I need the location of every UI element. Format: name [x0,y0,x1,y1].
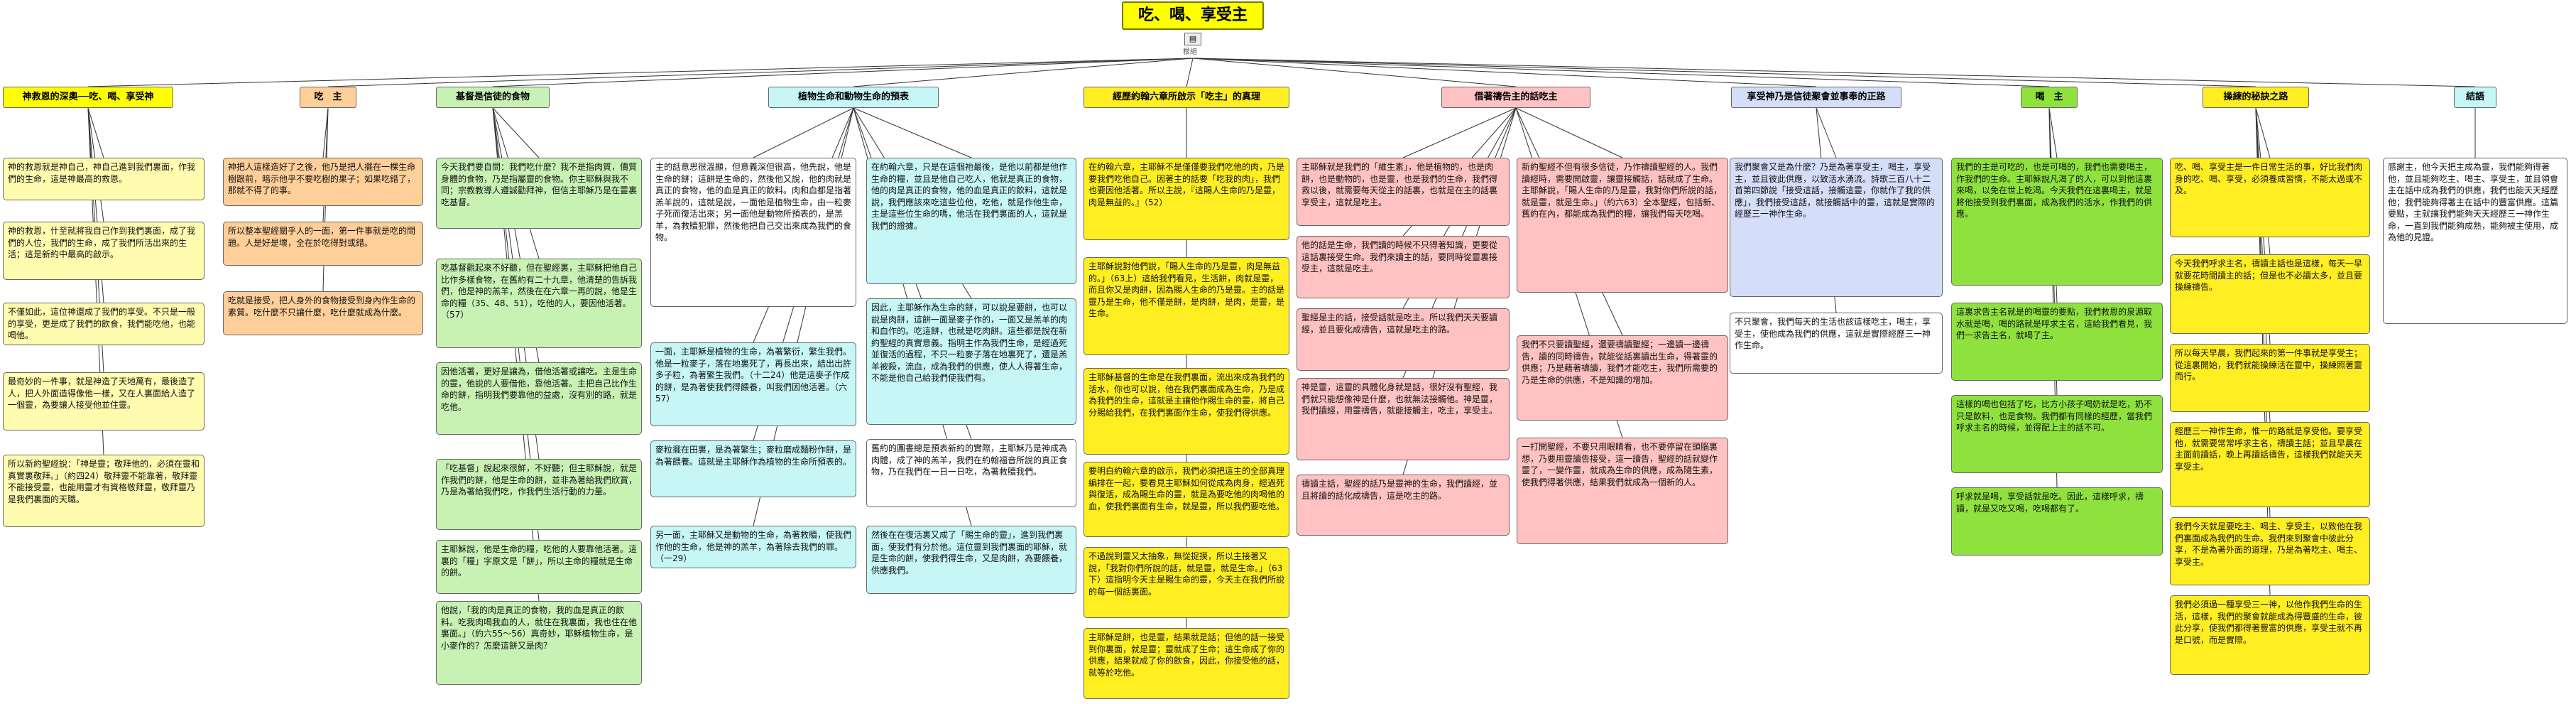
note-john-six-5[interactable]: 不過說到靈又太抽象，無從捉摸，所以主接著又說，「我對你們所說的話，就是靈，就是生… [1084,547,1289,618]
note-plant-animal-7[interactable]: 舊約的團書總是預表新約的實際，主耶穌乃是神成為肉體，成了神的羔羊，我們在約翰福音… [866,439,1076,507]
header-to-node-line [1515,107,1623,158]
note-eat-lord-1[interactable]: 神把人這樣造好了之後，他乃是把人擺在一棵生命樹跟前，暗示他乎不要吃樹的果子；如果… [223,158,423,206]
note-icon: ▤ [1184,33,1201,45]
note-practice-2[interactable]: 今天我們呼求主名，禱讀主話也是這樣，每天一早就要花時間讀主的話；但是也不必讀太多… [2170,254,2370,334]
note-pray-read-7[interactable]: 我們不只要讀聖經，還要禱讀聖經；一邊讀一邊禱告，讀的同時禱告，就能從話裏讀出生命… [1517,335,1728,421]
root-note-label: 根絕 [1183,48,1197,56]
header-to-node-line [853,107,972,158]
header-to-node-line [1816,107,1837,158]
header-to-node-line [2048,107,2058,158]
header-to-node-line [322,107,329,158]
note-john-six-2[interactable]: 主耶穌說對他們說，「賜人生命的乃是靈，肉是無益的。」（63上）這給我們看見，生活… [1084,257,1289,355]
note-pray-read-8[interactable]: 一打開聖經，不要只用眼睛看，也不要停留在頭腦裏想，乃要用靈讀告接受，這一讀告，聖… [1517,438,1728,544]
note-pray-read-2[interactable]: 他的話是生命，我們讀的時候不只得著知識，更要從這話裏接受生命。我們來讀主的話，要… [1297,236,1510,298]
note-christ-food-3[interactable]: 因他活著，更好是讓為，借他活著或讓吃。主是生命的靈，他說的人要借他，靠他活著。主… [436,362,642,435]
note-christ-food-5[interactable]: 主耶穌說，他是生命的糧，吃他的人要靠他活著。這裏的「糧」字原文是「餅」，所以主命… [436,540,642,594]
note-conclusion-1[interactable]: 感謝主，他今天把主成為靈，我們能夠得著他，並且能夠吃主、喝主、享受主，並且領會主… [2383,158,2567,324]
note-enjoy-god-2[interactable]: 神的救恩，什至就將我自己作到我們裏面，成了我們的人位，我們的生命，成了我們所活出… [3,222,204,280]
root-to-header-line [1192,58,1817,87]
note-drink-lord-2[interactable]: 這裏求告主名就是的喝靈的要點，我們救恩的泉源取水就是喝，喝的路就是呼求主名，這給… [1951,303,2163,381]
note-pray-read-4[interactable]: 神是靈，這靈的具體化身就是話，很好沒有聖經，我們就只能想像神是什麼，也就無法接觸… [1297,378,1510,460]
note-enjoy-god-5[interactable]: 所以新約聖經說：「神是靈；敬拜他的，必須在靈和真實裏敬拜。」（約四24）敬拜靈不… [3,455,204,527]
note-practice-5[interactable]: 我們今天就是要吃主、喝主、享受主，以致他在我們裏面成為我們的生命。我們來到聚會中… [2170,517,2370,585]
note-john-six-1[interactable]: 在約翰六章，主耶穌不是僅僅要我們吃他的肉，乃是要我們吃他自己。因著主的話要「吃我… [1084,158,1289,240]
note-drink-lord-3[interactable]: 這樣的喝也包括了吃，比方小孩子喝奶就是吃，奶不只是飲料，也是食物。我們都有同樣的… [1951,395,2163,473]
header-plant-animal-life[interactable]: 植物生命和動物生命的預表 [768,87,939,108]
note-eat-lord-2[interactable]: 所以整本聖經關乎人的一面，第一件事就是吃的問題。人是好是壞，全在於吃得對或錯。 [223,222,423,266]
note-enjoy-god-4[interactable]: 最奇妙的一件事，就是神造了天地萬有，最後造了人，把人外面造得像他一樣，又在人裏面… [3,372,204,430]
note-eat-lord-3[interactable]: 吃就是接受，把人身外的食物接受到身內作生命的素質。吃什麼不只讓什麼，吃什麼就成為… [223,291,423,335]
note-pray-read-1[interactable]: 主耶穌就是我們的「維生素」，他是植物的，也是肉餅，也是動物的，也是靈，也是我們的… [1297,158,1510,226]
header-to-node-line [87,107,104,158]
root-to-header-line [1192,58,1517,87]
header-to-node-line [753,107,854,158]
note-plant-animal-6[interactable]: 因此，主耶穌作為生命的餅，可以說是要餅，也可以說是肉餅，這餅一面是麥子作的，一面… [866,298,1076,425]
note-christ-food-1[interactable]: 今天我們要自問：我們吃什麼？我不是指肉質，價質身體的食物，乃是指屬靈的食物。你主… [436,158,642,229]
header-drink-lord[interactable]: 喝 主 [2021,87,2078,108]
note-plant-animal-8[interactable]: 然後在在復活裏又成了「賜生命的靈」，進到我們裏面，使我們有分於他。這位靈到我們裏… [866,526,1076,594]
note-john-six-4[interactable]: 要明白約翰六章的啟示，我們必須把這主的全部真理編排在一起，要看見主耶穌如何從成為… [1084,462,1289,537]
root-to-header-line [87,58,1194,87]
note-christ-food-2[interactable]: 吃基督觀起來不好聽，但在聖經裏，主耶穌把他自己比作多樣食物，在舊約有二十九章，他… [436,259,642,348]
note-plant-animal-2[interactable]: 一面，主耶穌是植物的生命，為著繁衍，繁生我們。他是一粒麥子，落在地裏死了，再長出… [650,342,856,426]
note-pray-read-3[interactable]: 聖經是主的話，接受話就是吃主。所以我們天天要讀經，並且要化成禱告，這就是吃主的路… [1297,308,1510,371]
note-plant-animal-3[interactable]: 麥粒擺在田裏，是為著繁生；麥粒磨成麵粉作餅，是為著餵養。這就是主耶穌作為植物的生… [650,440,856,497]
root-to-header-line [1192,58,2050,87]
note-plant-animal-4[interactable]: 另一面，主耶穌又是動物的生命，為著救贖，使我們作他的生命，他是神的羔羊，為著除去… [650,526,856,568]
header-eat-lord[interactable]: 吃 主 [300,87,356,108]
header-to-node-line [492,107,540,158]
note-enjoy-god-3[interactable]: 不僅如此，這位神還成了我們的享受。不只是一般的享受，更是成了我們的飲食，我們能吃… [3,303,204,345]
root-to-header-line [853,58,1194,87]
header-practice-secret[interactable]: 操練的秘訣之路 [2203,87,2309,108]
note-christ-food-4[interactable]: 「吃基督」說起來很鮮，不好聽；但主耶穌說，就是作我們的餅，他是生命的餅，並非為著… [436,459,642,530]
note-practice-1[interactable]: 吃、喝、享受主是一件日常生活的事，好比我們肉身的吃、喝、享受，必須養成習慣，不能… [2170,158,2370,237]
root-to-header-line [1192,58,2476,87]
header-john-six-truth[interactable]: 經歷約翰六章所啟示「吃主」的真理 [1084,87,1289,108]
header-conclusion[interactable]: 結語 [2454,87,2496,108]
note-meeting-2[interactable]: 不只聚會，我們每天的生活也該這樣吃主，喝主，享受主，使他成為我們的供應，這就是實… [1730,313,1943,374]
note-john-six-3[interactable]: 主耶穌基督的生命是在我們裏面，流出來成為我們的活水，你也可以說，他在我們裏面成為… [1084,368,1289,455]
note-practice-6[interactable]: 我們必須過一種享受三一神，以他作我們生命的生活，這樣，我們的聚會就能成為得豐盛的… [2170,595,2370,675]
note-enjoy-god-1[interactable]: 神的救恩就是神自己，神自己進到我們裏面，作我們的生命，這是神最高的救恩。 [3,158,204,200]
note-drink-lord-4[interactable]: 呼求就是喝，享受話就是吃。因此，這樣呼求，禱讀，就是又吃又喝，吃喝都有了。 [1951,487,2163,556]
header-pray-read-word[interactable]: 借著禱告主的話吃主 [1441,87,1590,108]
header-to-node-line [1402,107,1517,158]
root-to-header-line [327,58,1194,87]
note-plant-animal-5[interactable]: 在約翰六章，只是在這個祂最後，是他以前都是他作生命的糧，並且是他自己吃人，他就是… [866,158,1076,284]
root-to-header-line [1186,58,1194,87]
root-to-header-line [492,58,1194,87]
note-pray-read-6[interactable]: 新約聖經不但有很多信徒，乃作禱讀聖經的人。我們讀經時，需要開啟靈，讓靈接觸話，話… [1517,158,1728,293]
header-to-node-line [2255,107,2271,158]
header-meeting-service[interactable]: 享受神乃是信徒聚會並事奉的正路 [1731,87,1901,108]
root-title-node[interactable]: 吃、喝、享受主 [1122,1,1264,30]
note-plant-animal-1[interactable]: 主的話意思很溫顯，但意義深但很高，他先說，他是生命的餅；這餅是生命的，然後他又說… [650,158,856,307]
note-meeting-1[interactable]: 我們聚會又是為什麼？乃是為著享受主，喝主，享受主，並且彼此供應，以致活水湧流。詩… [1730,158,1943,297]
note-drink-lord-1[interactable]: 我們的主是可吃的，也是可喝的，我們也需要喝主，作我們的生命。主耶穌說凡渴了的人，… [1951,158,2163,286]
note-christ-food-6[interactable]: 他說，「我的肉是真正的食物，我的血是真正的飲料。吃我肉喝我血的人，就住在我裏面，… [436,601,642,685]
note-practice-4[interactable]: 經歷三一神作生命，惟一的路就是享受他。要享受他，就需要常常呼求主名，禱讀主話；並… [2170,422,2370,507]
root-to-header-line [1192,58,2256,87]
header-enjoy-god[interactable]: 神救恩的深奧──吃、喝、享受神 [3,87,173,108]
note-practice-3[interactable]: 所以每天早晨，我們起來的第一件事就是享受主；從這裏開始，我們就能操練活在靈中，操… [2170,344,2370,412]
note-pray-read-5[interactable]: 禱讀主話，聖經的話乃是靈神的生命，我們讀經，並且將讀的話化成禱告，這是吃主的路。 [1297,475,1510,536]
note-john-six-6[interactable]: 主耶穌是餅，也是靈，結果就是話；但他的話一接受到你裏面，就是靈；靈就成了生命；這… [1084,628,1289,699]
header-christ-food[interactable]: 基督是信徒的食物 [436,87,550,108]
